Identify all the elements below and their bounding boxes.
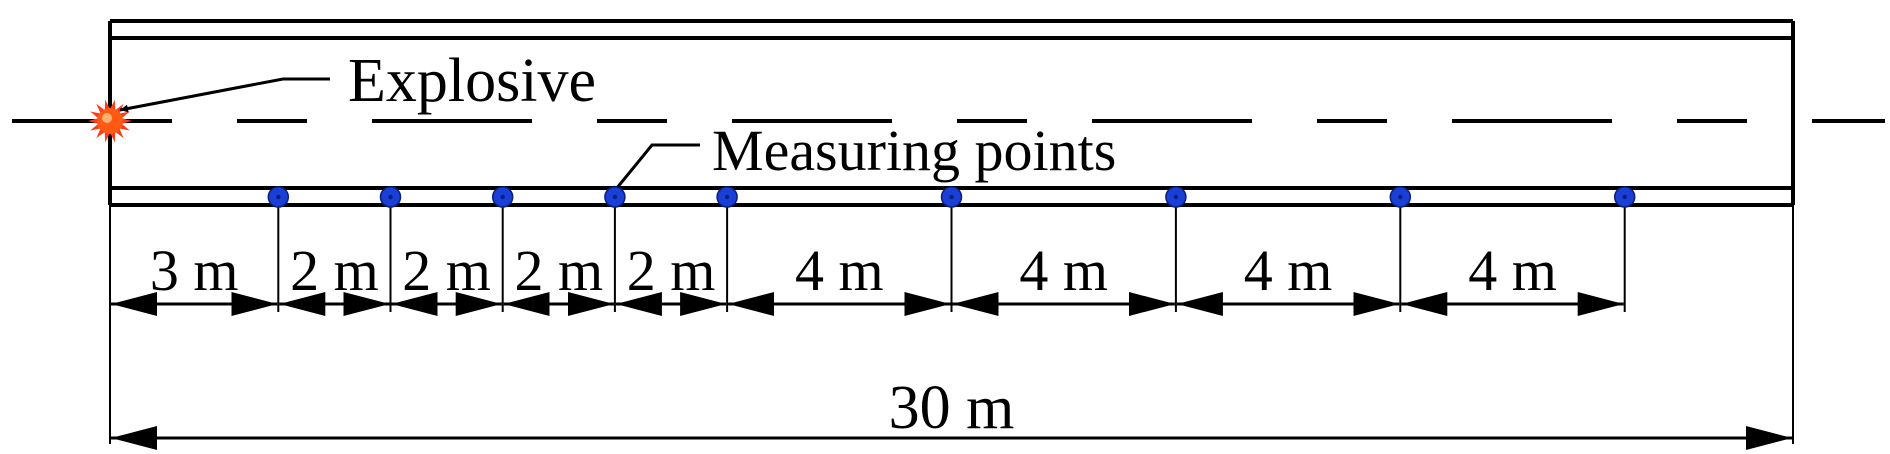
total-dimension: 30 m bbox=[111, 374, 1792, 450]
measuring-point bbox=[1613, 186, 1636, 208]
segment-dimension-label: 3 m bbox=[150, 238, 239, 303]
measuring-point bbox=[1165, 186, 1187, 208]
segment-dimension-label: 4 m bbox=[795, 238, 884, 303]
explosive-leader-line bbox=[119, 77, 330, 113]
segment-dimension-label: 4 m bbox=[1468, 238, 1557, 303]
measuring-point bbox=[491, 186, 514, 208]
measuring-point bbox=[267, 186, 290, 208]
measuring-point bbox=[379, 186, 402, 208]
explosive-label: Explosive bbox=[348, 47, 596, 115]
dimension-ticks bbox=[109, 190, 1794, 444]
segment-dimension-label: 2 m bbox=[402, 238, 491, 303]
segment-dimensions: 3 m 2 m 2 m 2 m 2 m 4 m 4 m 4 m 4 m bbox=[111, 238, 1624, 316]
measuring-points bbox=[267, 186, 1636, 208]
segment-dimension-label: 2 m bbox=[514, 238, 603, 303]
measuring-points-leader-line bbox=[610, 143, 700, 195]
explosive-icon bbox=[88, 99, 132, 143]
measuring-point bbox=[1389, 186, 1412, 208]
measuring-point bbox=[604, 186, 626, 208]
measuring-point bbox=[716, 186, 738, 208]
measuring-point bbox=[940, 186, 963, 208]
total-dimension-label: 30 m bbox=[889, 374, 1015, 442]
segment-dimension-label: 2 m bbox=[290, 238, 379, 303]
segment-dimension-label: 4 m bbox=[1019, 238, 1108, 303]
measuring-points-label: Measuring points bbox=[712, 118, 1116, 183]
explosive-callout: Explosive bbox=[119, 47, 596, 115]
measuring-points-callout: Measuring points bbox=[610, 118, 1116, 195]
segment-dimension-label: 2 m bbox=[627, 238, 716, 303]
segment-dimension-label: 4 m bbox=[1244, 238, 1333, 303]
